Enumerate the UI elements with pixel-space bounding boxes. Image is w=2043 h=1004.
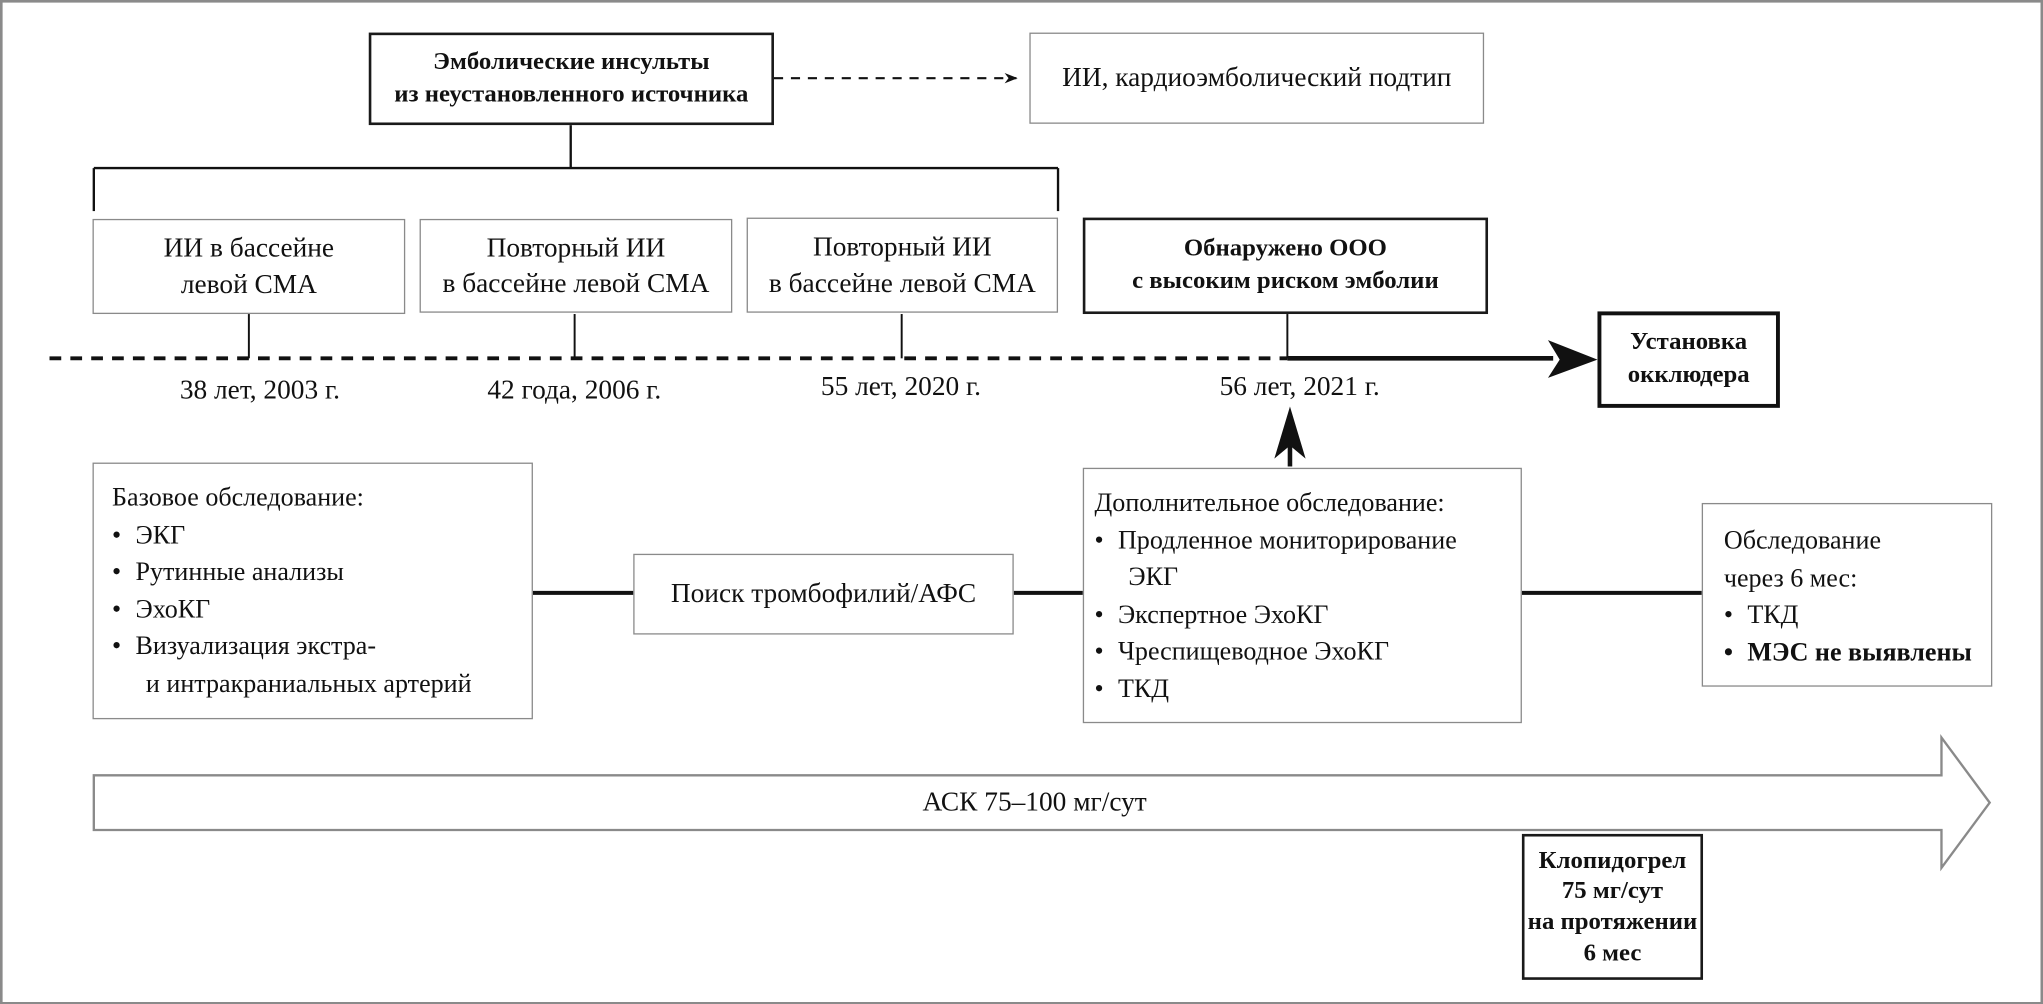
basic-exam-item-label: Рутинные анализы [135, 557, 344, 587]
occluder-line1: Установка [1630, 328, 1748, 357]
followup-item-tcd: • ТКД [1724, 597, 1978, 634]
pfo-line2: с высоким риском эмболии [1132, 267, 1439, 295]
basic-exam-item-imaging-cont: и интракраниальных артерий [145, 669, 472, 698]
esus-box: Эмболические инсульты из неустановленног… [368, 32, 774, 126]
bullet-icon: • [1723, 637, 1734, 667]
event-ticks [247, 314, 1289, 359]
extra-exam-arrowhead [1274, 406, 1306, 459]
event-box-3: Повторный ИИ в бассейне левой СМА [746, 217, 1059, 313]
extra-exam-box: Дополнительное обследование: • Продленное… [1082, 467, 1522, 724]
bullet-icon: • [112, 594, 122, 624]
bullet-icon: • [1723, 600, 1734, 630]
bullet-icon: • [1094, 600, 1104, 629]
bullet-icon: • [112, 520, 122, 550]
event-3-line1: Повторный ИИ [812, 230, 992, 263]
followup-title-line1: Обследование [1723, 526, 1882, 556]
extra-exam-item-label: Чреспищеводное ЭхоКГ [1117, 637, 1390, 666]
extra-exam-item-monitoring-cont: ЭКГ [1128, 562, 1179, 592]
clopidogrel-line3: на протяжении [1527, 908, 1698, 936]
extra-exam-item-expert-echo: • Экспертное ЭхоКГ [1095, 596, 1508, 633]
followup-box: Обследование через 6 мес: • ТКД • МЭС не в… [1701, 502, 1993, 687]
occluder-box: Установка окклюдера [1597, 311, 1780, 408]
ask-therapy-label: АСК 75–100 мг/сут [922, 785, 1147, 817]
timeline-label-2020: 55 лет, 2020 г. [820, 370, 982, 402]
event-1-line1: ИИ в бассейне [163, 232, 335, 264]
event-box-2: Повторный ИИ в бассейне левой СМА [419, 218, 733, 313]
followup-item-label: МЭС не выявлены [1747, 637, 1972, 667]
clopidogrel-box: Клопидогрел 75 мг/сут на протяжении 6 ме… [1521, 833, 1704, 980]
timeline-label-2003: 38 лет, 2003 г. [179, 373, 340, 406]
extra-exam-item-label: ТКД [1117, 674, 1170, 703]
event-3-line2: в бассейне левой СМА [768, 266, 1036, 298]
timeline-arrowhead [1547, 340, 1598, 378]
followup-item-label: ТКД [1747, 600, 1799, 630]
ask-therapy-arrow [92, 733, 1992, 872]
extra-exam-item-tee: • Чреспищеводное ЭхоКГ [1095, 633, 1508, 670]
thrombophilia-label: Поиск тромбофилий/АФС [670, 577, 977, 609]
event-1-line2: левой СМА [180, 267, 317, 300]
basic-exam-item-echo: • ЭхоКГ [112, 591, 519, 628]
basic-exam-item-ecg: • ЭКГ [112, 517, 519, 554]
clopidogrel-line2: 75 мг/сут [1561, 877, 1664, 905]
basic-exam-title: Базовое обследование: [112, 483, 364, 513]
cardioembolic-box: ИИ, кардиоэмболический подтип [1029, 32, 1485, 124]
bullet-icon: • [1094, 525, 1104, 555]
followup-title-line2: через 6 мес: [1723, 563, 1858, 593]
extra-exam-title: Дополнительное обследование: [1094, 488, 1445, 518]
thrombophilia-box: Поиск тромбофилий/АФС [633, 553, 1014, 635]
pfo-found-box: Обнаружено ООО с высоким риском эмболии [1082, 217, 1489, 315]
esus-line1: Эмболические инсульты [433, 47, 710, 76]
timeline-label-2006: 42 года, 2006 г. [487, 373, 662, 406]
event-box-1: ИИ в бассейне левой СМА [92, 218, 406, 315]
occluder-line2: окклюдера [1627, 360, 1750, 389]
event-2-line2: в бассейне левой СМА [442, 267, 710, 299]
followup-item-mes: • МЭС не выявлены [1724, 634, 1978, 671]
basic-exam-item-labs: • Рутинные анализы [112, 554, 519, 591]
clopidogrel-line1: Клопидогрел [1538, 846, 1687, 874]
basic-exam-item-label: Визуализация экстра- [135, 631, 377, 661]
esus-line2: из неустановленного источника [394, 80, 749, 108]
bullet-icon: • [112, 631, 122, 661]
clopidogrel-line4: 6 мес [1583, 939, 1642, 967]
timeline-label-2021: 56 лет, 2021 г. [1219, 370, 1380, 402]
bullet-icon: • [1094, 637, 1104, 666]
extra-exam-item-label: Продленное мониторирование [1117, 525, 1457, 555]
bullet-icon: • [112, 557, 122, 587]
extra-exam-item-tcd: • ТКД [1095, 670, 1508, 707]
basic-exam-item-label: ЭхоКГ [135, 594, 211, 624]
basic-exam-box: Базовое обследование: • ЭКГ • Рутинные ана… [92, 462, 533, 720]
pfo-line1: Обнаружено ООО [1183, 234, 1387, 263]
event-2-line1: Повторный ИИ [486, 231, 666, 263]
events-bracket [92, 125, 1060, 212]
bullet-icon: • [1094, 674, 1104, 703]
cardioembolic-label: ИИ, кардиоэмболический подтип [1062, 61, 1452, 93]
extra-exam-item-monitoring: • Продленное мониторирование [1095, 522, 1508, 559]
extra-exam-item-label: Экспертное ЭхоКГ [1117, 600, 1329, 629]
basic-exam-item-label: ЭКГ [135, 520, 186, 550]
basic-exam-item-imaging: • Визуализация экстра- [112, 628, 519, 665]
